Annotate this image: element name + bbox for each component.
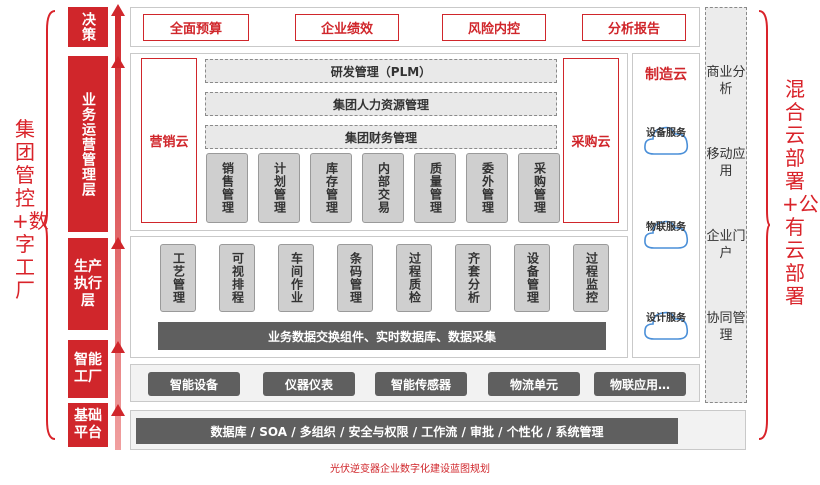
manufacturing-cloud-panel [632, 53, 700, 358]
module-barcode-label: 条码管理 [348, 252, 363, 304]
module-internal-trade: 内部交易 [362, 153, 404, 223]
bar-finance-management: 集团财务管理 [205, 125, 557, 149]
layer-decision: 决策 [68, 7, 108, 47]
module-quality-label: 质量管理 [428, 162, 443, 214]
module-barcode: 条码管理 [337, 244, 373, 312]
cloud-icon [644, 220, 689, 249]
factory-item-logistics: 物流单元 [488, 372, 580, 396]
procurement-cloud-label: 采购云 [571, 135, 611, 150]
module-kitting: 齐套分析 [455, 244, 491, 312]
manufacturing-cloud-title: 制造云 [645, 67, 687, 83]
right-item-collaboration: 协同管理 [706, 311, 746, 343]
right-caption: 混合云部署+公有云部署 [782, 77, 819, 308]
marketing-cloud-box: 营销云 [141, 58, 197, 223]
module-visual-scheduling-label: 可视排程 [230, 252, 245, 304]
bar-plm: 研发管理（PLM） [205, 59, 557, 83]
layer-base-platform: 基础平台 [68, 403, 108, 447]
module-outsourcing-label: 委外管理 [480, 162, 495, 214]
module-monitoring-label: 过程监控 [584, 252, 599, 304]
module-kitting-label: 齐套分析 [466, 252, 481, 304]
layer-execution-label: 生产执行层 [74, 258, 102, 309]
decision-item-risk-control: 风险内控 [442, 14, 546, 41]
factory-item-instruments: 仪器仪表 [263, 372, 355, 396]
layer-execution: 生产执行层 [68, 238, 108, 330]
left-bracket [44, 10, 56, 440]
bar-hr-management: 集团人力资源管理 [205, 92, 557, 116]
module-visual-scheduling: 可视排程 [219, 244, 255, 312]
decision-item-analysis-report: 分析报告 [582, 14, 686, 41]
module-internal-trade-label: 内部交易 [376, 162, 391, 214]
module-process: 工艺管理 [160, 244, 196, 312]
layer-smart-factory: 智能工厂 [68, 340, 108, 398]
right-bracket [758, 10, 770, 440]
factory-item-sensors: 智能传感器 [375, 372, 467, 396]
module-sales: 销售管理 [206, 153, 248, 223]
right-item-enterprise-portal: 企业门户 [706, 229, 746, 261]
service-design: 设计服务 [646, 313, 686, 324]
decision-item-performance: 企业绩效 [295, 14, 399, 41]
module-purchasing: 采购管理 [518, 153, 560, 223]
left-caption: 集团管控+数字工厂 [12, 117, 49, 302]
upward-arrow-icon [111, 4, 125, 450]
cloud-icon [644, 126, 689, 155]
module-workshop: 车间作业 [278, 244, 314, 312]
module-process-label: 工艺管理 [171, 252, 186, 304]
module-planning: 计划管理 [258, 153, 300, 223]
factory-item-iot-apps: 物联应用… [594, 372, 686, 396]
procurement-cloud-box: 采购云 [563, 58, 619, 223]
layer-smart-factory-label: 智能工厂 [74, 352, 102, 385]
right-item-business-analysis: 商业分析 [706, 65, 746, 97]
module-purchasing-label: 采购管理 [532, 162, 547, 214]
decision-item-budget: 全面预算 [143, 14, 249, 41]
layer-operation-label: 业务运营管理层 [80, 91, 96, 197]
cloud-icon [644, 311, 689, 340]
factory-item-smart-equipment: 智能设备 [148, 372, 240, 396]
layer-base-platform-label: 基础平台 [74, 408, 102, 441]
layer-decision-label: 决策 [80, 12, 96, 42]
module-outsourcing: 委外管理 [466, 153, 508, 223]
layer-operation: 业务运营管理层 [68, 56, 108, 232]
service-iot: 物联服务 [646, 222, 686, 233]
module-inventory-label: 库存管理 [324, 162, 339, 214]
module-sales-label: 销售管理 [220, 162, 235, 214]
module-inventory: 库存管理 [310, 153, 352, 223]
right-item-mobile-apps: 移动应用 [706, 147, 746, 179]
module-process-qc: 过程质检 [396, 244, 432, 312]
module-process-qc-label: 过程质检 [407, 252, 422, 304]
base-platform-bar: 数据库 / SOA / 多组织 / 安全与权限 / 工作流 / 审批 / 个性化… [136, 418, 678, 444]
module-workshop-label: 车间作业 [289, 252, 304, 304]
data-exchange-bar: 业务数据交换组件、实时数据库、数据采集 [158, 322, 606, 350]
diagram-caption: 光伏逆变器企业数字化建设蓝图规划 [330, 464, 490, 475]
module-planning-label: 计划管理 [272, 162, 287, 214]
right-app-column [705, 7, 747, 403]
module-monitoring: 过程监控 [573, 244, 609, 312]
module-quality: 质量管理 [414, 153, 456, 223]
module-equipment: 设备管理 [514, 244, 550, 312]
marketing-cloud-label: 营销云 [149, 135, 189, 150]
service-equipment: 设备服务 [646, 128, 686, 139]
module-equipment-label: 设备管理 [525, 252, 540, 304]
